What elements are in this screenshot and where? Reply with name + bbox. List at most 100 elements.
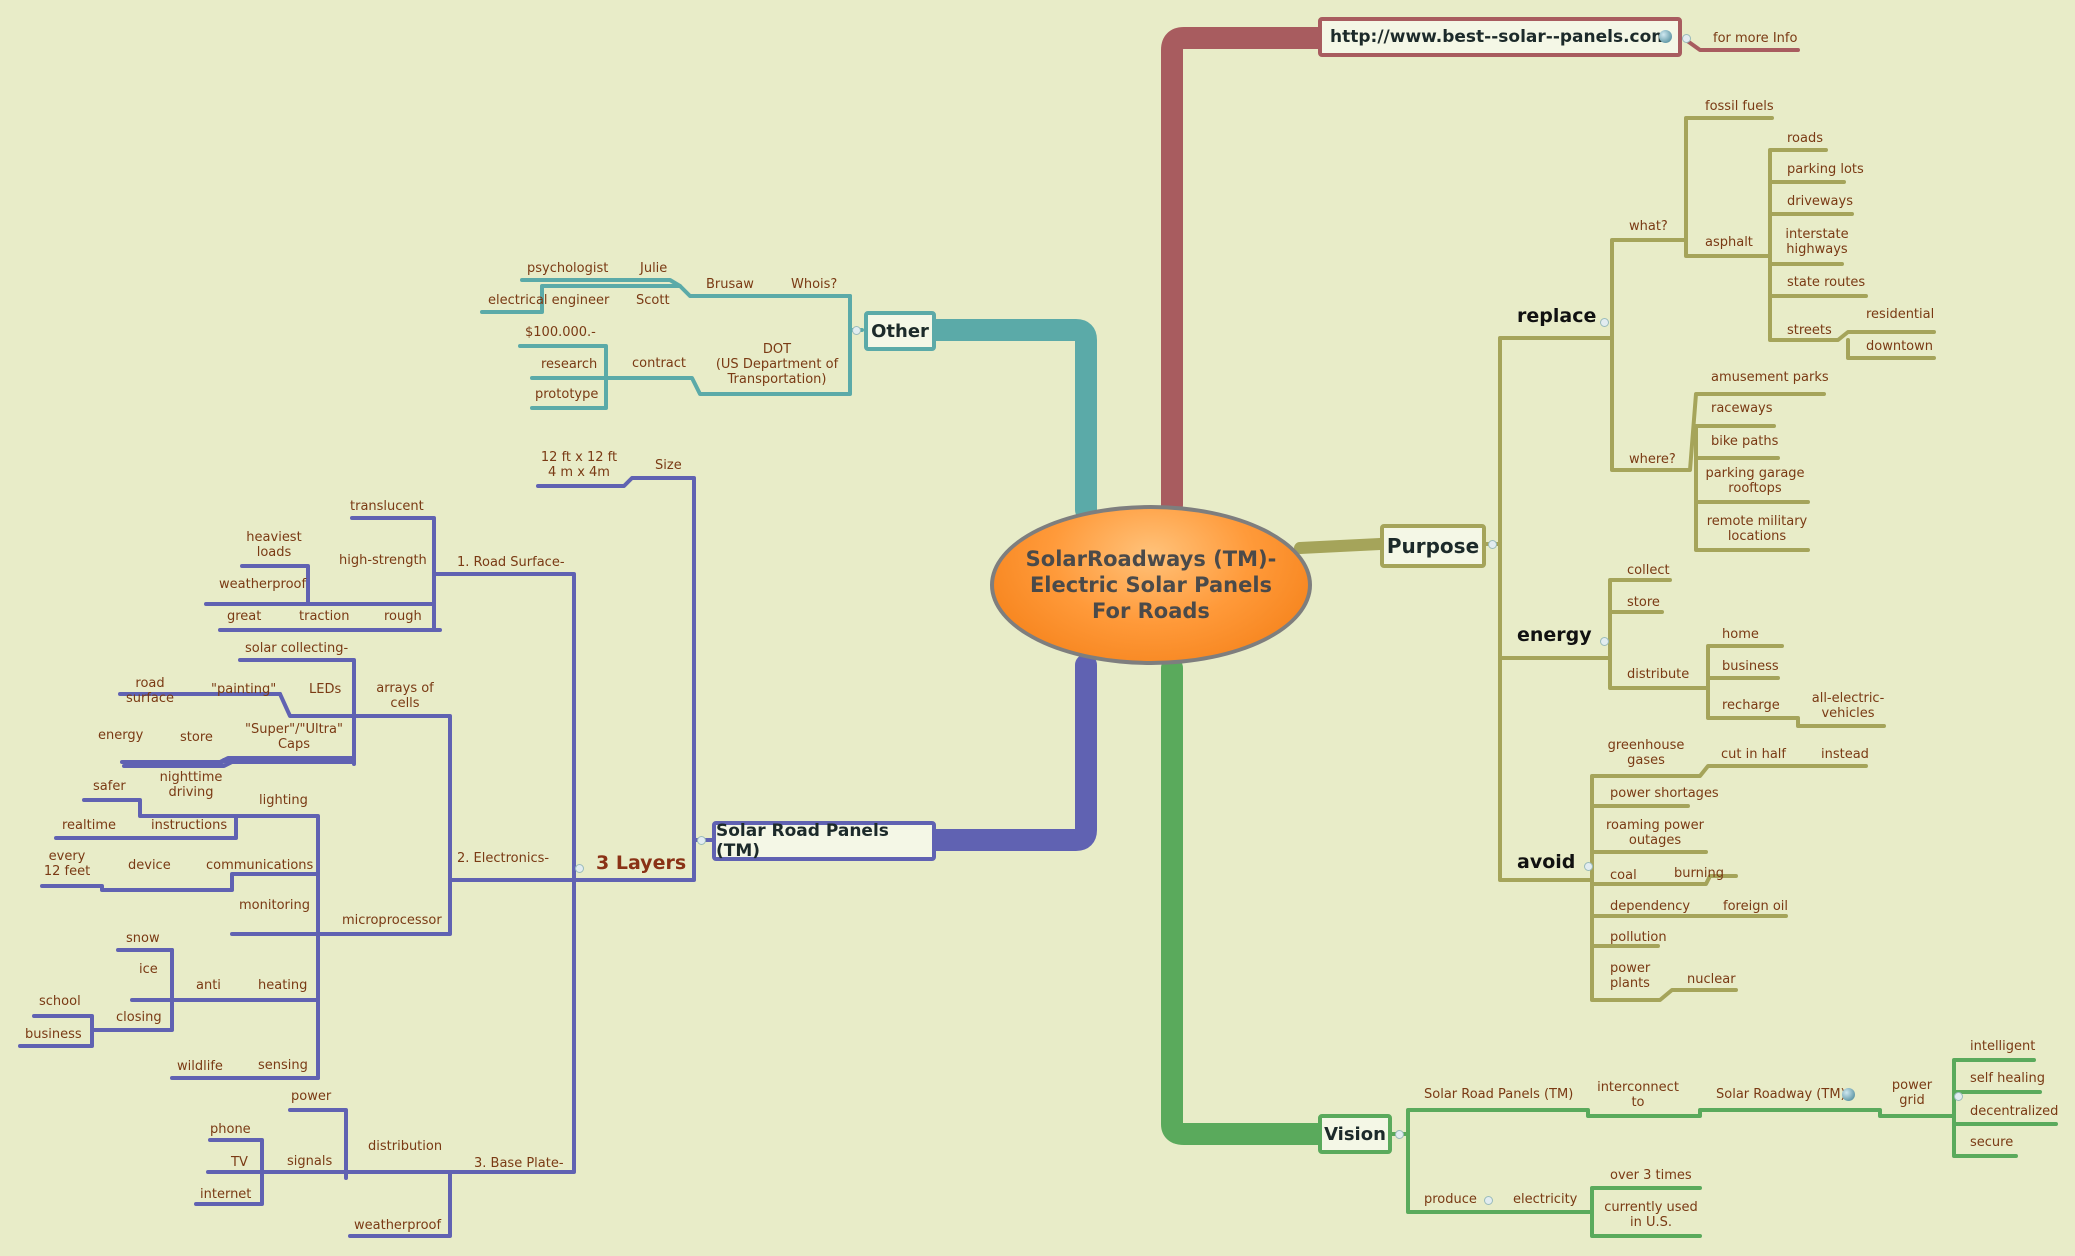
node-arrays[interactable]: arrays of cells (376, 681, 434, 711)
website-link[interactable]: http://www.best--solar--panels.com (1318, 17, 1682, 57)
node-power-plants[interactable]: power plants (1610, 961, 1651, 991)
node-power-grid[interactable]: power grid (1891, 1078, 1933, 1108)
node-intelligent[interactable]: intelligent (1970, 1039, 2036, 1054)
node-solar-roadway[interactable]: Solar Roadway (TM) (1716, 1087, 1846, 1102)
node-over-3-times[interactable]: over 3 times (1610, 1168, 1692, 1183)
node-rough[interactable]: rough (384, 609, 422, 624)
collapse-toggle[interactable] (1682, 34, 1691, 43)
node-ice[interactable]: ice (139, 962, 158, 977)
node-communications[interactable]: communications (206, 858, 314, 873)
node-monitoring[interactable]: monitoring (239, 898, 310, 913)
node-traction[interactable]: traction (299, 609, 350, 624)
node-road-surface-leaf[interactable]: road surface (125, 676, 175, 706)
node-business-purpose[interactable]: business (1722, 659, 1779, 674)
node-sensing[interactable]: sensing (258, 1058, 308, 1073)
node-caps[interactable]: "Super"/"Ultra" Caps (245, 722, 343, 752)
node-size[interactable]: Size (655, 458, 682, 473)
node-closing[interactable]: closing (116, 1010, 162, 1025)
node-3-layers[interactable]: 3 Layers (596, 852, 687, 874)
node-solar-collecting[interactable]: solar collecting- (245, 641, 349, 656)
node-amusement[interactable]: amusement parks (1711, 370, 1829, 385)
node-weatherproof-base[interactable]: weatherproof (354, 1218, 442, 1233)
node-heaviest-loads[interactable]: heaviest loads (246, 530, 302, 560)
node-every[interactable]: every 12 feet (43, 849, 91, 879)
node-snow[interactable]: snow (126, 931, 160, 946)
node-realtime[interactable]: realtime (62, 818, 117, 833)
node-brusaw[interactable]: Brusaw (706, 277, 754, 292)
topic-vision[interactable]: Vision (1318, 1114, 1392, 1154)
globe-icon[interactable] (1842, 1088, 1855, 1101)
node-dot[interactable]: DOT (US Department of Transportation) (715, 342, 839, 387)
node-parking-lots[interactable]: parking lots (1787, 162, 1864, 177)
node-produce[interactable]: produce (1424, 1192, 1477, 1207)
node-outages[interactable]: roaming power outages (1605, 818, 1705, 848)
topic-srp[interactable]: Solar Road Panels (TM) (712, 821, 936, 861)
node-distribution[interactable]: distribution (368, 1139, 443, 1154)
globe-icon[interactable] (1659, 30, 1672, 43)
node-self-healing[interactable]: self healing (1970, 1071, 2046, 1086)
node-decentralized[interactable]: decentralized (1970, 1104, 2059, 1119)
node-anti[interactable]: anti (196, 978, 221, 993)
node-secure[interactable]: secure (1970, 1135, 2014, 1150)
node-business[interactable]: business (25, 1027, 82, 1042)
node-collect[interactable]: collect (1627, 563, 1670, 578)
node-military[interactable]: remote military locations (1706, 514, 1808, 544)
collapse-toggle[interactable] (1584, 862, 1593, 871)
node-instead[interactable]: instead (1821, 747, 1869, 762)
node-research[interactable]: research (541, 357, 598, 372)
node-psychologist[interactable]: psychologist (527, 261, 609, 276)
node-recharge[interactable]: recharge (1722, 698, 1780, 713)
collapse-toggle[interactable] (697, 836, 706, 845)
node-distribute[interactable]: distribute (1627, 667, 1690, 682)
node-leds[interactable]: LEDs (309, 682, 342, 697)
node-microprocessor[interactable]: microprocessor (342, 913, 442, 928)
node-coal[interactable]: coal (1610, 868, 1637, 883)
node-lighting[interactable]: lighting (259, 793, 308, 808)
node-nighttime[interactable]: nighttime driving (159, 770, 223, 800)
node-device[interactable]: device (128, 858, 171, 873)
node-electronics[interactable]: 2. Electronics- (457, 851, 550, 866)
node-greenhouse[interactable]: greenhouse gases (1607, 738, 1685, 768)
node-prototype[interactable]: prototype (535, 387, 599, 402)
topic-purpose[interactable]: Purpose (1380, 524, 1486, 568)
node-high-strength[interactable]: high-strength (339, 553, 427, 568)
node-state-routes[interactable]: state routes (1787, 275, 1866, 290)
collapse-toggle[interactable] (1488, 540, 1497, 549)
node-residential[interactable]: residential (1866, 307, 1935, 322)
node-painting[interactable]: "painting" (211, 682, 277, 697)
node-home[interactable]: home (1722, 627, 1759, 642)
node-what[interactable]: what? (1629, 219, 1668, 234)
node-energy-purpose[interactable]: energy (1517, 624, 1592, 646)
node-heating[interactable]: heating (258, 978, 308, 993)
node-burning[interactable]: burning (1674, 866, 1724, 881)
node-internet[interactable]: internet (200, 1187, 252, 1202)
node-streets[interactable]: streets (1787, 323, 1832, 338)
collapse-toggle[interactable] (1954, 1092, 1963, 1101)
node-safer[interactable]: safer (93, 779, 126, 794)
node-roads[interactable]: roads (1787, 131, 1824, 146)
node-where[interactable]: where? (1629, 452, 1676, 467)
collapse-toggle[interactable] (1600, 318, 1609, 327)
topic-other[interactable]: Other (864, 311, 936, 351)
node-cut-half[interactable]: cut in half (1721, 747, 1786, 762)
node-great[interactable]: great (227, 609, 262, 624)
collapse-toggle[interactable] (1395, 1130, 1404, 1139)
node-avoid[interactable]: avoid (1517, 851, 1576, 873)
node-bike-paths[interactable]: bike paths (1711, 434, 1779, 449)
node-asphalt[interactable]: asphalt (1705, 235, 1753, 250)
node-nuclear[interactable]: nuclear (1687, 972, 1736, 987)
node-interconnect[interactable]: interconnect to (1597, 1080, 1679, 1110)
node-weatherproof[interactable]: weatherproof (219, 577, 307, 592)
node-replace[interactable]: replace (1517, 305, 1597, 327)
node-electricity[interactable]: electricity (1513, 1192, 1578, 1207)
collapse-toggle[interactable] (575, 864, 584, 873)
node-julie[interactable]: Julie (640, 261, 668, 276)
node-interstate[interactable]: interstate highways (1785, 227, 1849, 257)
node-wildlife[interactable]: wildlife (177, 1059, 223, 1074)
node-store-purpose[interactable]: store (1627, 595, 1660, 610)
node-amount[interactable]: $100.000.- (525, 325, 596, 340)
node-downtown[interactable]: downtown (1866, 339, 1933, 354)
node-dependency[interactable]: dependency (1610, 899, 1691, 914)
collapse-toggle[interactable] (852, 326, 861, 335)
node-foreign-oil[interactable]: foreign oil (1723, 899, 1788, 914)
